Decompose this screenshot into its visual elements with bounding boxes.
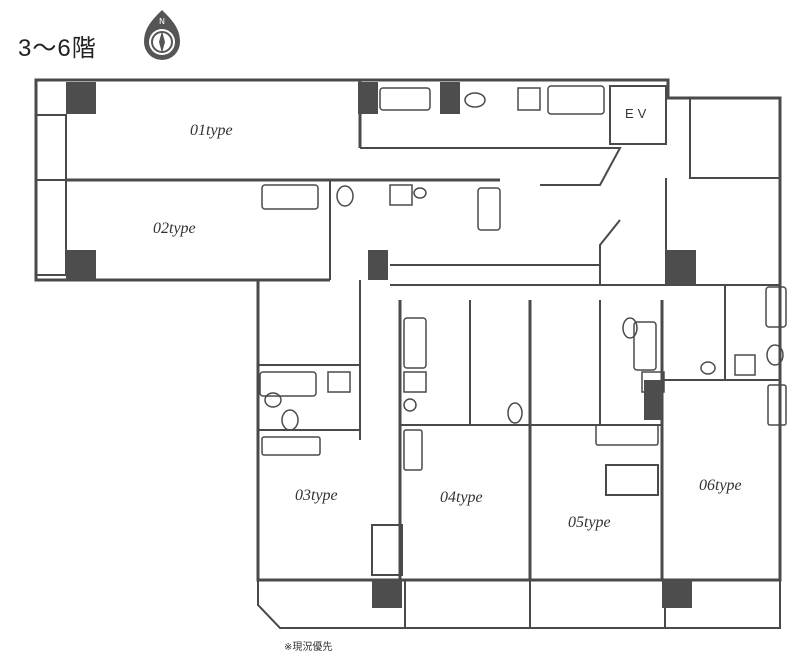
compass-north-label: N [159, 17, 165, 26]
unit-06-label: 06type [699, 477, 742, 494]
elevator-label: EV [625, 106, 650, 121]
floor-title: 3〜6階 [18, 35, 97, 62]
footnote: ※現況優先 [284, 642, 333, 653]
compass-icon: N [144, 10, 180, 60]
unit-03-label: 03type [295, 487, 338, 504]
unit-05-label: 05type [568, 514, 611, 531]
unit-04-label: 04type [440, 489, 483, 506]
structural-columns [66, 82, 696, 608]
unit-02-label: 02type [153, 220, 196, 237]
unit-01-label: 01type [190, 122, 233, 139]
